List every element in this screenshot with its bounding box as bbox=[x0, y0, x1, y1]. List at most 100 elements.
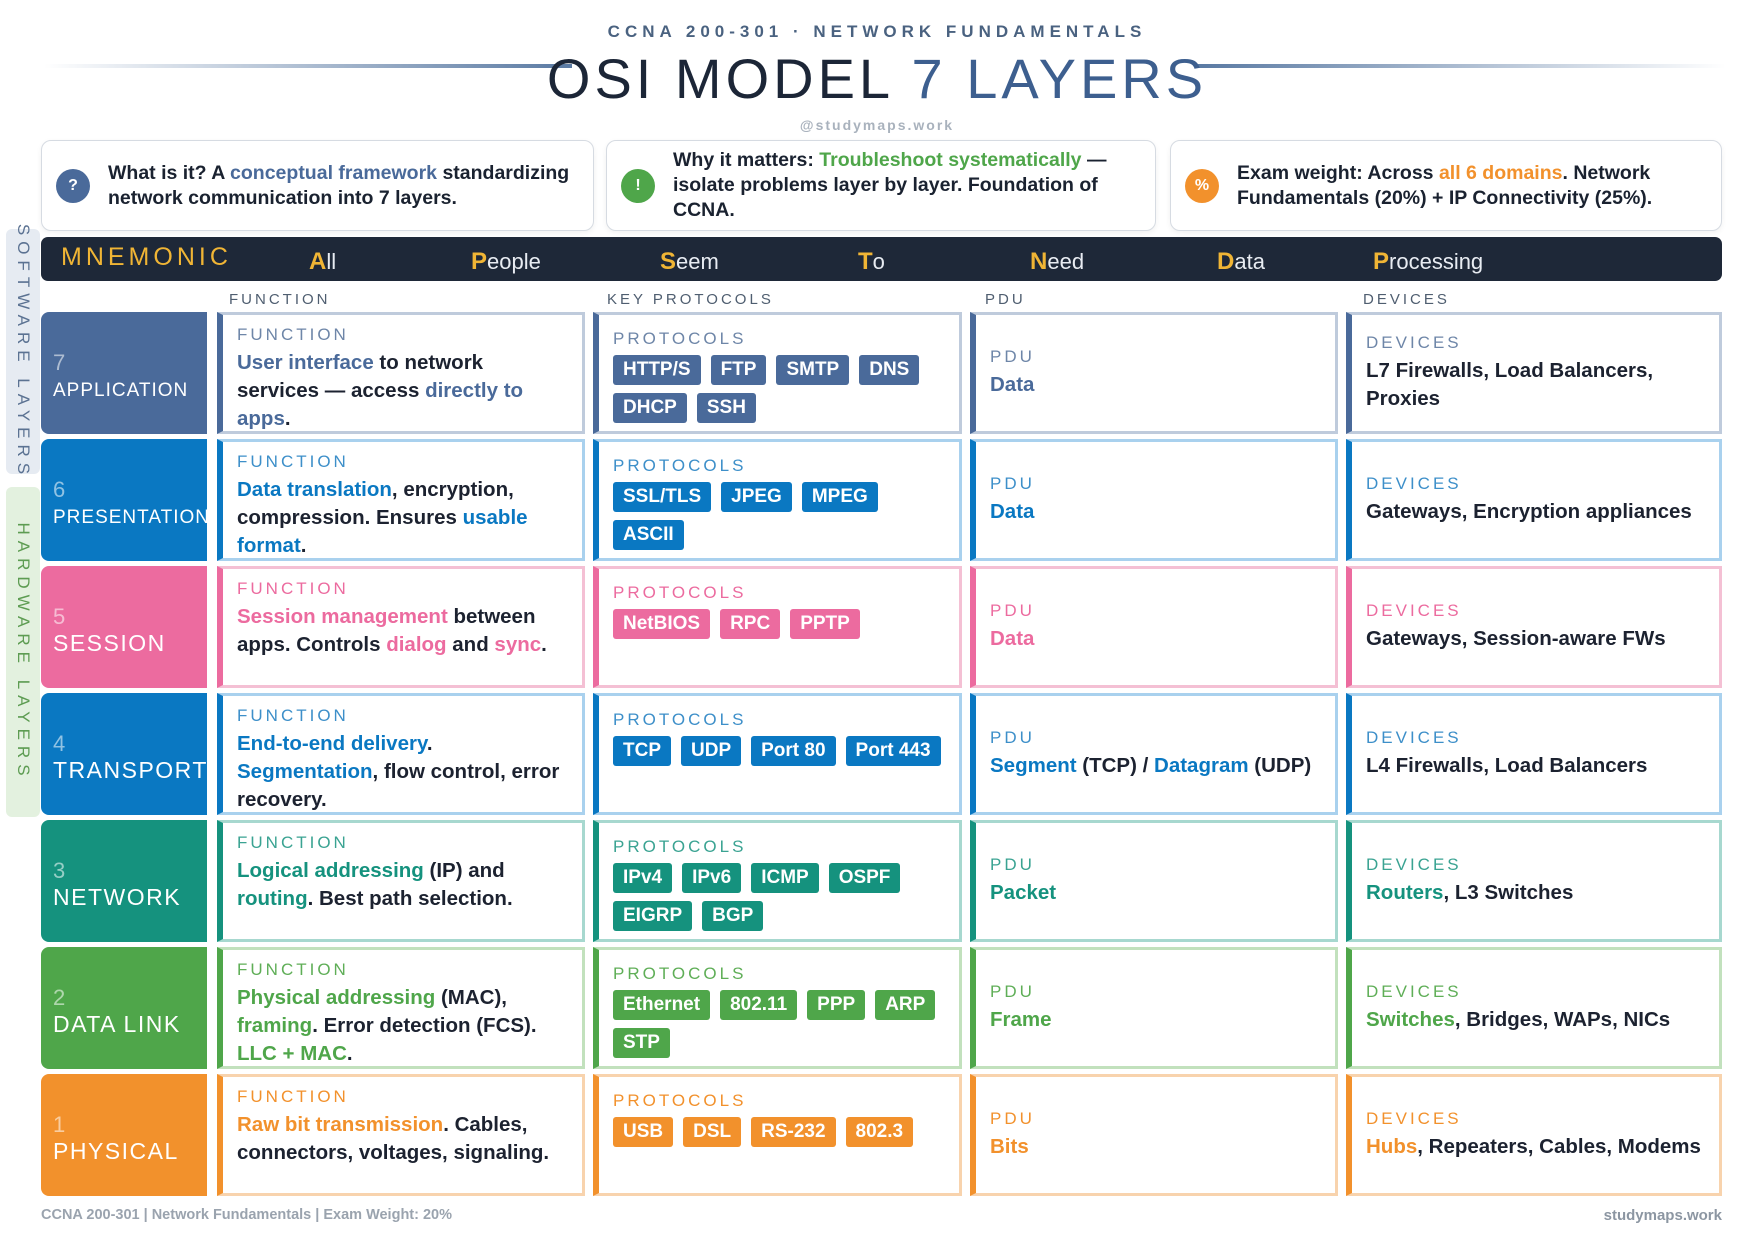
highlight-text: Data bbox=[990, 627, 1035, 650]
info-card-why: ! Why it matters: Troubleshoot systemati… bbox=[606, 140, 1156, 231]
cell-caption: PROTOCOLS bbox=[613, 964, 747, 983]
protocol-tag: IPv4 bbox=[613, 863, 673, 893]
highlight-text: Routers bbox=[1366, 881, 1444, 904]
plain-text: and bbox=[446, 633, 495, 656]
highlight-text: framing bbox=[237, 1014, 313, 1037]
cell-caption: PDU bbox=[990, 347, 1035, 366]
protocol-tag: HTTP/S bbox=[613, 355, 701, 385]
protocol-tag: Port 443 bbox=[845, 736, 941, 766]
cell-body: Gateways, Encryption appliances bbox=[1366, 498, 1705, 526]
highlight-text: Segmentation bbox=[237, 760, 373, 783]
column-header-pdu: PDU bbox=[985, 291, 1026, 308]
info-text-part: conceptual framework bbox=[230, 161, 438, 184]
protocol-tag: DNS bbox=[859, 355, 920, 385]
cell-caption: FUNCTION bbox=[237, 325, 349, 344]
exclamation-icon: ! bbox=[621, 168, 655, 203]
layer-name: SESSION bbox=[53, 630, 166, 656]
mnemonic-word: All bbox=[309, 248, 336, 276]
protocol-tag: IPv6 bbox=[682, 863, 742, 893]
protocol-tag: JPEG bbox=[721, 482, 792, 512]
mnemonic-word: Seem bbox=[660, 248, 719, 276]
info-card-what: ? What is it? A conceptual framework sta… bbox=[41, 140, 594, 231]
layer-name: PHYSICAL bbox=[53, 1138, 179, 1164]
info-text-part: What is it? A bbox=[108, 161, 231, 184]
column-header-protocols: KEY PROTOCOLS bbox=[607, 291, 774, 308]
plain-text: . Best path selection. bbox=[307, 887, 513, 910]
plain-text: , encryption, compression. Ensures bbox=[237, 478, 514, 529]
cell-pdu: PDU Packet bbox=[970, 820, 1338, 942]
cell-body: L4 Firewalls, Load Balancers bbox=[1366, 752, 1705, 780]
highlight-text: sync bbox=[494, 633, 542, 656]
highlight-text: Segment bbox=[990, 754, 1077, 777]
cell-body: Bits bbox=[990, 1133, 1321, 1161]
highlight-text: dialog bbox=[386, 633, 447, 656]
plain-text: . bbox=[284, 407, 291, 430]
cell-body: End-to-end delivery. Segmentation, flow … bbox=[237, 730, 568, 814]
protocol-tag: USB bbox=[613, 1117, 674, 1147]
info-text-part: Troubleshoot systematically bbox=[819, 149, 1082, 171]
software-layers-text: SOFTWARE LAYERS bbox=[14, 223, 33, 480]
mnemonic-rest: eed bbox=[1047, 249, 1085, 274]
footer-left: CCNA 200-301 | Network Fundamentals | Ex… bbox=[41, 1207, 453, 1223]
cell-caption: FUNCTION bbox=[237, 960, 349, 979]
protocol-tag: OSPF bbox=[828, 863, 901, 893]
protocol-tag: PPTP bbox=[790, 609, 860, 639]
plain-text: L4 Firewalls, Load Balancers bbox=[1366, 754, 1648, 777]
mnemonic-label: MNEMONIC bbox=[61, 243, 232, 271]
cell-caption: PDU bbox=[990, 855, 1035, 874]
highlight-text: Raw bit transmission bbox=[237, 1113, 444, 1136]
protocol-tag: RPC bbox=[720, 609, 781, 639]
mnemonic-initial: A bbox=[309, 248, 327, 275]
highlight-text: Switches bbox=[1366, 1008, 1455, 1031]
plain-text: . Error detection (FCS). bbox=[312, 1014, 537, 1037]
highlight-text: End-to-end delivery bbox=[237, 732, 427, 755]
highlight-text: Bits bbox=[990, 1135, 1029, 1158]
protocol-tag: Ethernet bbox=[613, 990, 711, 1020]
highlight-text: routing bbox=[237, 887, 308, 910]
question-icon: ? bbox=[56, 168, 90, 203]
mnemonic-rest: ata bbox=[1234, 249, 1265, 274]
cell-caption: PDU bbox=[990, 474, 1035, 493]
highlight-text: User interface bbox=[237, 351, 374, 374]
cell-caption: PDU bbox=[990, 982, 1035, 1001]
layer-name: DATA LINK bbox=[53, 1011, 181, 1037]
plain-text: (MAC), bbox=[435, 986, 507, 1009]
plain-text: Gateways, Session-aware FWs bbox=[1366, 627, 1666, 650]
mnemonic-rest: o bbox=[872, 249, 885, 274]
cell-body: Data bbox=[990, 498, 1321, 526]
protocol-tag: STP bbox=[613, 1028, 670, 1058]
footer-right: studymaps.work bbox=[1603, 1207, 1722, 1224]
mnemonic-word: Processing bbox=[1373, 248, 1483, 276]
mnemonic-rest: eem bbox=[676, 249, 719, 274]
cell-caption: DEVICES bbox=[1366, 1109, 1462, 1128]
plain-text: to network services — access bbox=[237, 351, 484, 402]
info-text-part: — isolate problems layer by layer. Found… bbox=[673, 149, 1107, 221]
cell-body: Raw bit transmission. Cables, connectors… bbox=[237, 1111, 568, 1167]
plain-text: . bbox=[346, 1042, 353, 1065]
highlight-text: Data bbox=[990, 373, 1035, 396]
info-card-text: Why it matters: Troubleshoot systematica… bbox=[673, 148, 1141, 223]
cell-body: Packet bbox=[990, 879, 1321, 907]
cell-caption: PDU bbox=[990, 1109, 1035, 1128]
mnemonic-rest: eople bbox=[487, 249, 541, 274]
protocol-tag: UDP bbox=[681, 736, 742, 766]
layer-number: 7 bbox=[53, 350, 66, 375]
